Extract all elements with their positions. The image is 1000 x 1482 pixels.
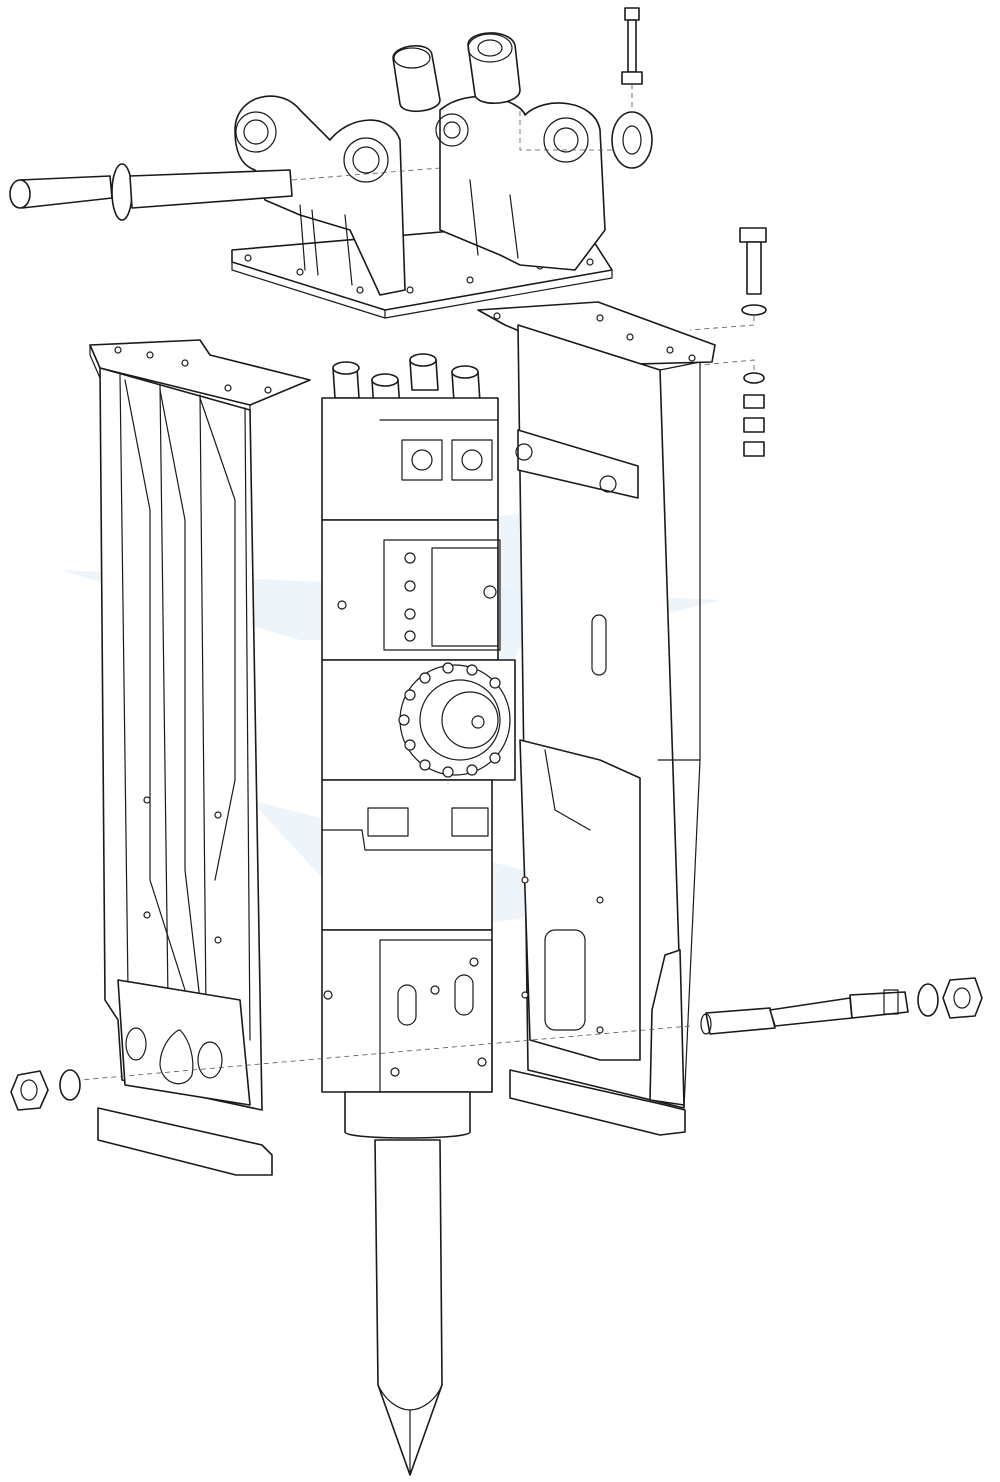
accumulator-bolts <box>398 662 501 778</box>
top-bracket <box>231 32 613 319</box>
through-bolt <box>79 989 909 1081</box>
top-bolt <box>621 7 643 110</box>
bracket-pin <box>9 163 441 221</box>
left-side-plate <box>89 339 311 1176</box>
side-bolt <box>689 227 767 331</box>
chisel <box>374 1139 443 1476</box>
washers <box>699 359 765 457</box>
right-nut <box>917 977 983 1019</box>
main-body <box>321 353 516 1139</box>
hose-fittings <box>332 353 481 411</box>
left-nut <box>10 1069 81 1111</box>
right-side-plate <box>477 301 716 1136</box>
top-nut <box>519 110 653 169</box>
